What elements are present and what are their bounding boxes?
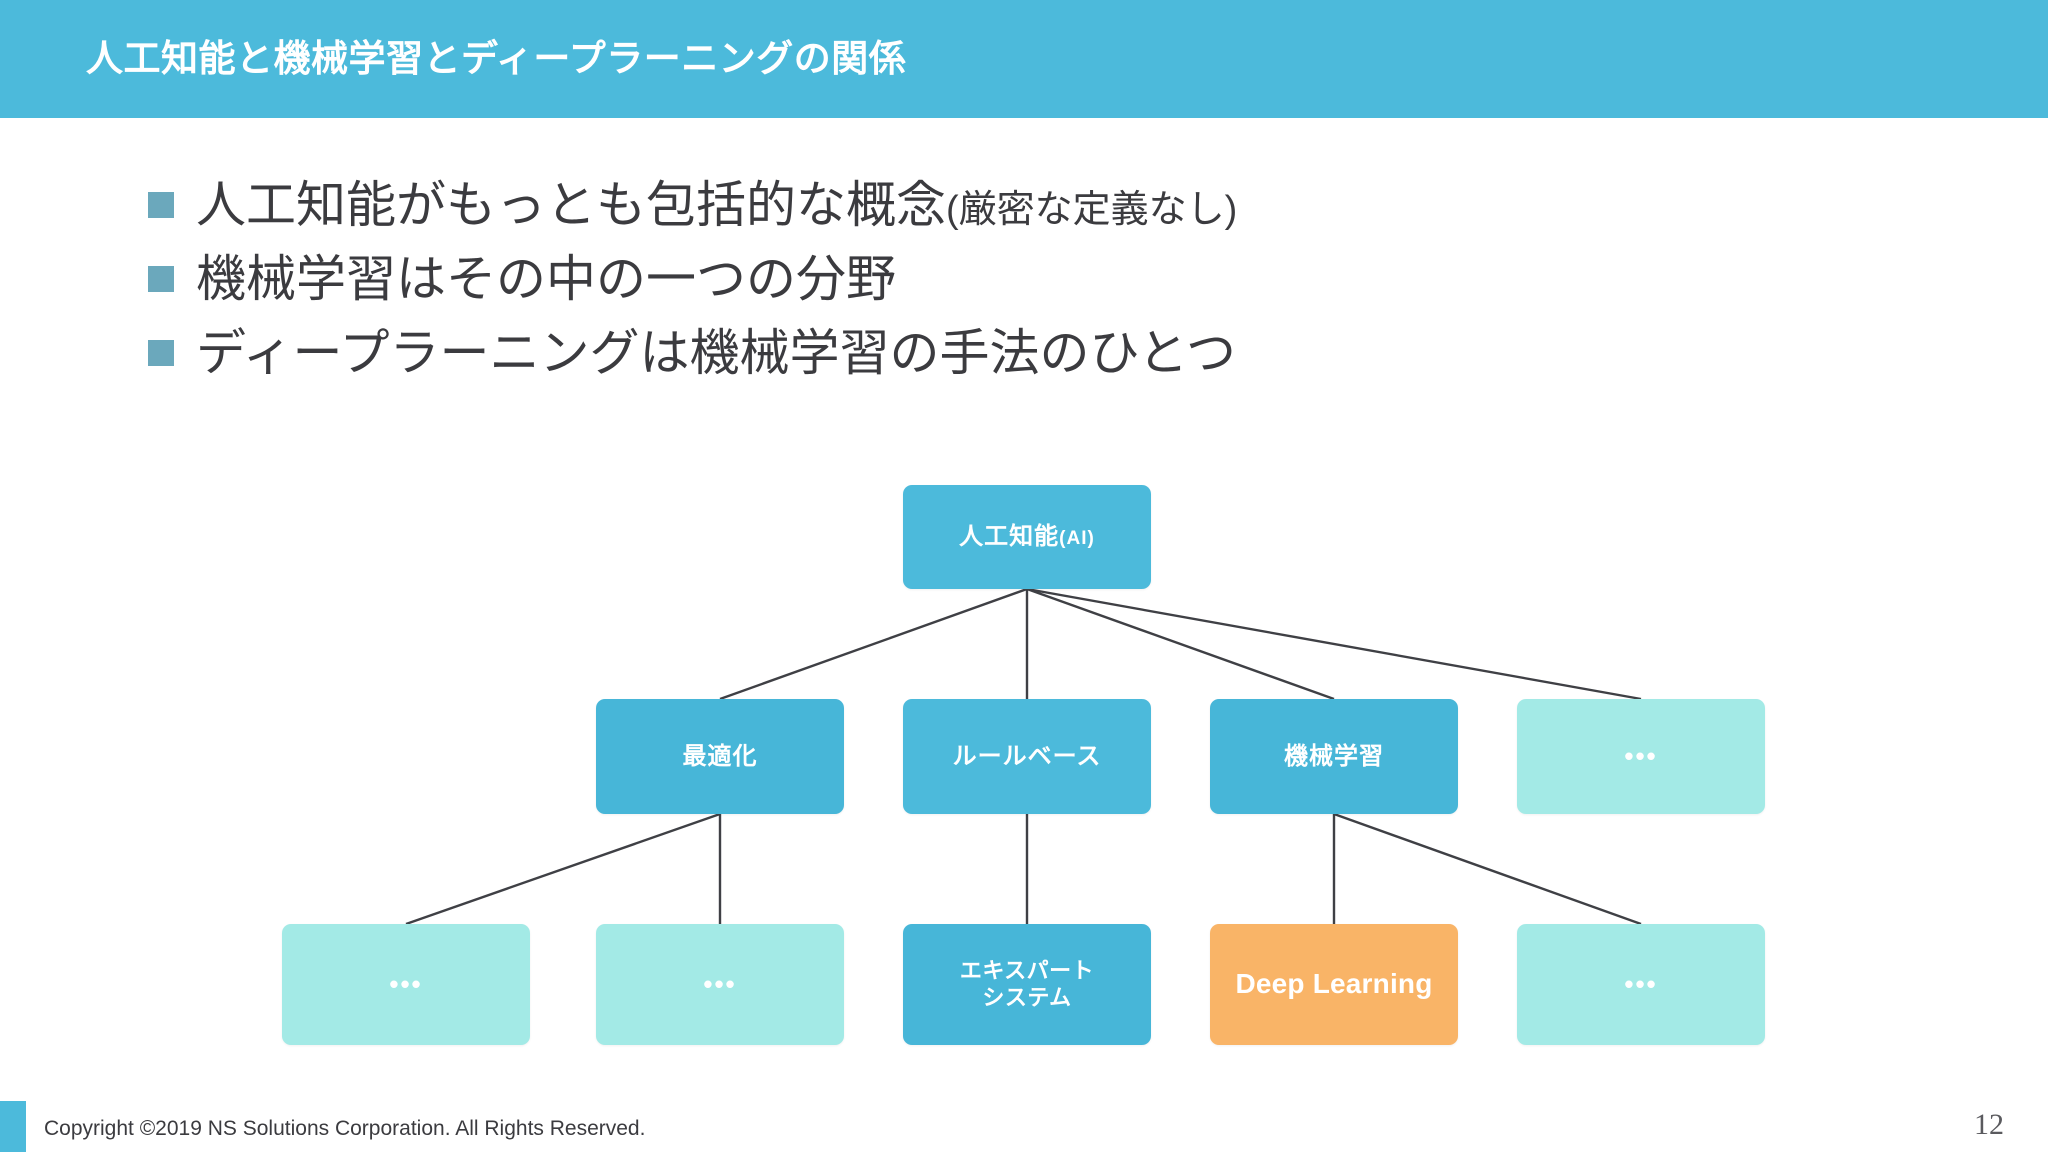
- ellipsis-icon: •••: [703, 968, 737, 999]
- diagram-edge-ai-to-opt: [719, 587, 1028, 701]
- list-item: 機械学習はその中の一つの分野: [148, 242, 1848, 316]
- square-bullet-icon: [148, 266, 174, 292]
- bullet-main-text: ディープラーニングは機械学習の手法のひとつ: [196, 325, 1236, 381]
- diagram-node-rule[interactable]: ルールベース: [903, 699, 1151, 814]
- diagram-node-label: ルールベース: [952, 742, 1102, 770]
- diagram-node-label: 人工知能(AI): [959, 523, 1095, 551]
- page-title: 人工知能と機械学習とディープラーニングの関係: [86, 38, 907, 79]
- diagram-node-label: Deep Learning: [1235, 968, 1433, 1000]
- diagram-node-etc4[interactable]: •••: [1517, 924, 1765, 1045]
- square-bullet-icon: [148, 340, 174, 366]
- bullet-main-text: 機械学習はその中の一つの分野: [196, 251, 896, 307]
- diagram-node-label: エキスパートシステム: [959, 957, 1095, 1010]
- list-item: ディープラーニングは機械学習の手法のひとつ: [148, 316, 1848, 390]
- header-bar: [0, 0, 2048, 118]
- diagram-node-etc2[interactable]: •••: [282, 924, 530, 1045]
- diagram-node-expert[interactable]: エキスパートシステム: [903, 924, 1151, 1045]
- ellipsis-icon: •••: [1624, 740, 1658, 771]
- diagram-edge-opt-to-etc2: [405, 812, 721, 926]
- bullet-paren-text: (厳密な定義なし): [946, 189, 1238, 231]
- diagram-node-dl[interactable]: Deep Learning: [1210, 924, 1458, 1045]
- list-item: 人工知能がもっとも包括的な概念(厳密な定義なし): [148, 168, 1848, 242]
- diagram-node-opt[interactable]: 最適化: [596, 699, 844, 814]
- bullet-text: 人工知能がもっとも包括的な概念(厳密な定義なし): [196, 180, 1237, 230]
- page-number: 12: [1974, 1108, 2004, 1141]
- ellipsis-icon: •••: [389, 968, 423, 999]
- bullet-text: ディープラーニングは機械学習の手法のひとつ: [196, 328, 1236, 378]
- bullet-main-text: 人工知能がもっとも包括的な概念: [196, 177, 946, 233]
- diagram-edge-ml-to-etc4: [1333, 812, 1642, 926]
- diagram-node-label: 機械学習: [1284, 742, 1384, 770]
- copyright-text: Copyright ©2019 NS Solutions Corporation…: [44, 1117, 646, 1140]
- diagram-node-ml[interactable]: 機械学習: [1210, 699, 1458, 814]
- bullet-text: 機械学習はその中の一つの分野: [196, 254, 896, 304]
- diagram-node-label: 最適化: [682, 742, 758, 770]
- diagram-node-etc1[interactable]: •••: [1517, 699, 1765, 814]
- footer-accent-tab: [0, 1101, 26, 1152]
- ellipsis-icon: •••: [1624, 968, 1658, 999]
- diagram-node-ai[interactable]: 人工知能(AI): [903, 485, 1151, 589]
- bullet-list: 人工知能がもっとも包括的な概念(厳密な定義なし) 機械学習はその中の一つの分野 …: [148, 168, 1848, 390]
- diagram-node-etc3[interactable]: •••: [596, 924, 844, 1045]
- diagram-edge-ai-to-ml: [1026, 587, 1335, 701]
- square-bullet-icon: [148, 192, 174, 218]
- diagram-edge-ai-to-etc1: [1026, 587, 1642, 701]
